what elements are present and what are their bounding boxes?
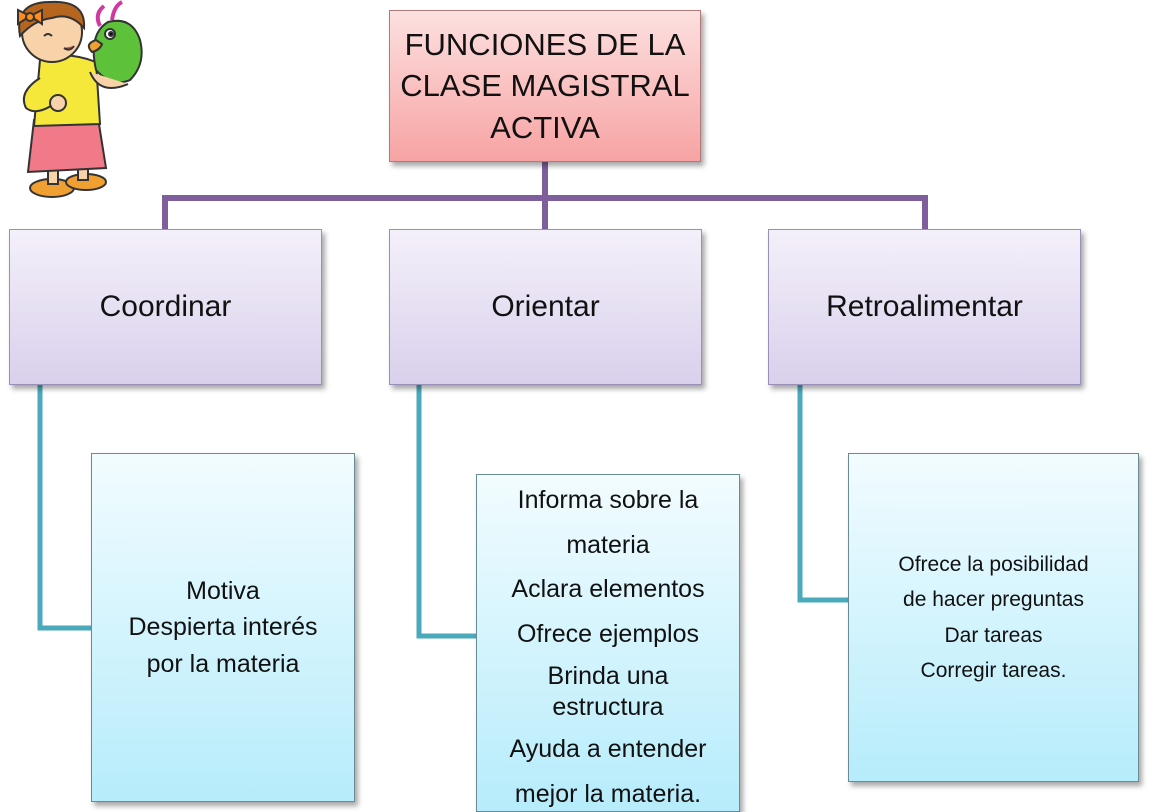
detail-line: Brinda una	[547, 662, 669, 690]
detail-line: materia	[566, 530, 650, 559]
category-label-retroalimentar: Retroalimentar	[826, 290, 1023, 323]
detail-line: mejor la materia.	[514, 779, 702, 808]
category-label-orientar: Orientar	[491, 290, 600, 323]
category-node-retroalimentar: Retroalimentar	[768, 229, 1081, 385]
detail-line: Informa sobre la	[517, 486, 699, 514]
detail-box-retroalimentar: Ofrece la posibilidad de hacer preguntas…	[848, 453, 1139, 782]
detail-line: de hacer preguntas	[903, 588, 1084, 612]
detail-line: Ofrece ejemplos	[516, 619, 700, 648]
detail-line: Ayuda a entender	[509, 735, 707, 763]
detail-box-orientar: Informa sobre la materia Aclara elemento…	[476, 474, 740, 812]
root-title-line-3: ACTIVA	[490, 109, 600, 145]
root-title-line-1: FUNCIONES DE LA	[404, 27, 686, 63]
detail-line: Corregir tareas.	[920, 658, 1067, 682]
detail-line: Ofrece la posibilidad	[898, 552, 1089, 576]
coordinar-detail-connector	[37, 385, 92, 631]
category-node-orientar: Orientar	[389, 229, 702, 385]
root-title-line-2: CLASE MAGISTRAL	[400, 68, 690, 104]
detail-box-coordinar: Motiva Despierta interés por la materia	[91, 453, 355, 802]
detail-line: Despierta interés	[128, 613, 318, 642]
detail-line: Aclara elementos	[511, 575, 705, 603]
detail-line: por la materia	[146, 649, 300, 678]
detail-line: Dar tareas	[944, 623, 1043, 647]
orientar-detail-connector	[416, 385, 477, 639]
detail-line: Motiva	[186, 577, 260, 606]
root-node: FUNCIONES DE LA CLASE MAGISTRAL ACTIVA	[389, 10, 701, 162]
detail-line: estructura	[552, 692, 664, 721]
girl-with-parrot-puppet-icon	[17, 0, 143, 198]
category-node-coordinar: Coordinar	[9, 229, 322, 385]
category-label-coordinar: Coordinar	[99, 290, 232, 323]
retroalimentar-detail-connector	[797, 385, 849, 603]
